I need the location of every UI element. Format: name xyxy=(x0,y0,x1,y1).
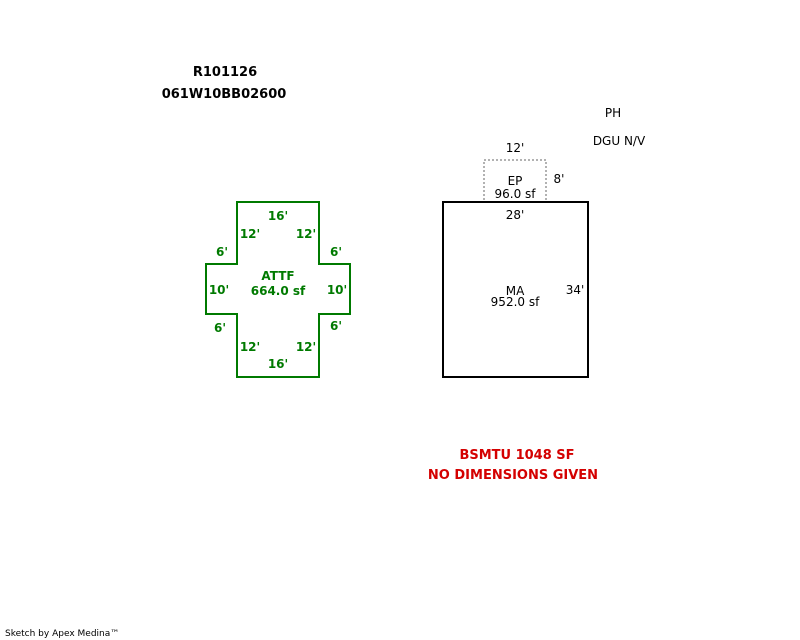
attf-dim-upper-right: 12' xyxy=(296,227,316,241)
ep-area-size: 96.0 sf xyxy=(494,187,536,201)
attf-dim-right: 10' xyxy=(327,283,347,297)
ep-dim-top: 12' xyxy=(506,141,525,155)
sketch-credit: Sketch by Apex Medina™ xyxy=(5,629,119,639)
no-dimensions-note: NO DIMENSIONS GIVEN xyxy=(428,468,598,483)
ep-dim-right: 8' xyxy=(554,172,565,186)
bsmtu-note: BSMTU 1048 SF xyxy=(459,448,574,463)
attf-dim-lower-left: 12' xyxy=(240,340,260,354)
ma-area-size: 952.0 sf xyxy=(491,295,540,309)
ep-area-name: EP xyxy=(508,174,523,188)
attf-area-size: 664.0 sf xyxy=(251,284,306,298)
account-number: R101126 xyxy=(193,65,257,80)
attf-dim-lower-right: 12' xyxy=(296,340,316,354)
attf-dim-upper-left: 12' xyxy=(240,227,260,241)
attf-dim-left: 10' xyxy=(209,283,229,297)
ma-area-outline xyxy=(442,201,589,378)
attf-dim-right-step-top: 6' xyxy=(330,245,342,259)
ma-dim-right: 34' xyxy=(566,283,585,297)
attf-dim-top: 16' xyxy=(268,209,288,223)
attf-area-outline xyxy=(205,201,351,378)
ma-dim-top: 28' xyxy=(506,208,525,222)
attf-area-name: ATTF xyxy=(261,269,294,283)
attf-dim-left-step-bottom: 6' xyxy=(214,321,226,335)
dgu-label: DGU N/V xyxy=(593,134,646,148)
ma-area-name: MA xyxy=(506,284,525,298)
attf-dim-left-step-top: 6' xyxy=(216,245,228,259)
attf-dim-right-step-bottom: 6' xyxy=(330,319,342,333)
attf-dim-bottom: 16' xyxy=(268,357,288,371)
ph-label: PH xyxy=(605,106,621,120)
parcel-number: 061W10BB02600 xyxy=(162,87,287,102)
